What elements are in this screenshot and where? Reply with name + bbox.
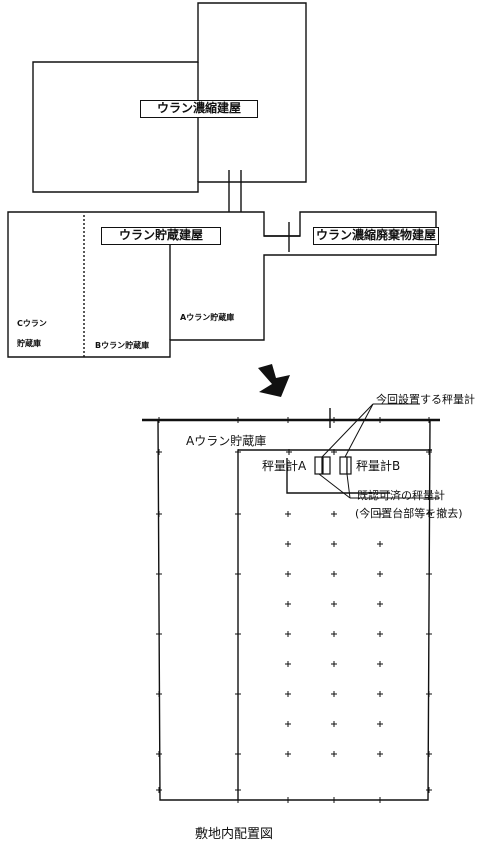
- grid-marker: [331, 631, 337, 637]
- grid-marker: [285, 631, 291, 637]
- grid-markers: [156, 417, 432, 803]
- wall-marker: [426, 449, 432, 455]
- scale-a-label: 秤量計A: [262, 459, 307, 473]
- grid-marker: [377, 661, 383, 667]
- grid-marker: [285, 691, 291, 697]
- existing-scales-note: 既認可済の秤量計: [357, 489, 445, 502]
- scale-a-unit-2: [322, 456, 331, 475]
- enrichment-building-outline: [32, 2, 307, 193]
- bottom-wall-marker: [285, 797, 291, 803]
- grid-marker: [377, 541, 383, 547]
- wall-marker: [426, 691, 432, 697]
- grid-marker: [285, 661, 291, 667]
- grid-marker: [377, 631, 383, 637]
- wall-marker: [286, 449, 292, 455]
- wall-marker: [426, 571, 432, 577]
- corridor-outline: [228, 170, 242, 212]
- scale-b-unit-2: [346, 456, 352, 475]
- grid-marker: [377, 511, 383, 517]
- grid-marker: [377, 751, 383, 757]
- grid-marker: [285, 541, 291, 547]
- grid-marker: [285, 721, 291, 727]
- wall-marker: [426, 631, 432, 637]
- wall-marker: [235, 691, 241, 697]
- grid-marker: [285, 601, 291, 607]
- grid-marker: [285, 571, 291, 577]
- storage-building-label: ウラン貯蔵建屋: [101, 227, 221, 245]
- wall-marker: [156, 691, 162, 697]
- a-storage-label-top: Aウラン貯蔵庫: [180, 313, 235, 322]
- wall-marker: [426, 511, 432, 517]
- grid-marker: [285, 751, 291, 757]
- wall-marker: [426, 751, 432, 757]
- wall-marker: [156, 571, 162, 577]
- wall-marker: [235, 511, 241, 517]
- wall-marker: [235, 631, 241, 637]
- bottom-wall-marker: [377, 797, 383, 803]
- down-arrow-icon: [258, 364, 290, 397]
- enrichment-building-label: ウラン濃縮建屋: [140, 100, 258, 118]
- grid-marker: [331, 601, 337, 607]
- bottom-wall-marker: [235, 797, 241, 803]
- new-scales-note: 今回設置する秤量計: [376, 393, 475, 406]
- wall-marker: [235, 449, 241, 455]
- wall-marker: [156, 511, 162, 517]
- grid-marker: [331, 511, 337, 517]
- wall-marker: [156, 631, 162, 637]
- scale-area-outline: [286, 458, 390, 494]
- top-wall-marker: [156, 417, 162, 423]
- grid-marker: [377, 721, 383, 727]
- c-storage-label-line2: 貯蔵庫: [17, 339, 41, 348]
- grid-marker: [377, 601, 383, 607]
- wall-marker: [156, 449, 162, 455]
- grid-marker: [331, 751, 337, 757]
- top-wall-marker: [426, 417, 432, 423]
- wall-marker: [156, 751, 162, 757]
- top-wall-marker: [331, 417, 337, 423]
- a-storage-room-outline: [237, 449, 432, 800]
- top-wall-marker: [235, 417, 241, 423]
- wall-marker: [235, 571, 241, 577]
- grid-marker: [285, 511, 291, 517]
- grid-marker: [331, 571, 337, 577]
- wall-marker: [235, 787, 241, 793]
- grid-marker: [331, 661, 337, 667]
- wall-marker: [235, 751, 241, 757]
- scale-b-label: 秤量計B: [356, 459, 401, 473]
- diagram-caption: 敷地内配置図: [195, 827, 274, 842]
- waste-building-label: ウラン濃縮廃棄物建屋: [313, 227, 439, 245]
- c-storage-label-line1: Cウラン: [17, 319, 47, 328]
- top-wall-marker: [285, 417, 291, 423]
- scale-units: [314, 456, 352, 475]
- wall-marker: [426, 787, 432, 793]
- grid-marker: [331, 541, 337, 547]
- b-storage-label: Bウラン貯蔵庫: [95, 341, 150, 350]
- top-wall-marker: [377, 417, 383, 423]
- grid-marker: [377, 571, 383, 577]
- grid-marker: [331, 691, 337, 697]
- scale-b-unit-1: [339, 456, 348, 475]
- bottom-wall-marker: [331, 797, 337, 803]
- grid-marker: [331, 721, 337, 727]
- wall-marker: [331, 449, 337, 455]
- wall-marker: [156, 787, 162, 793]
- existing-scales-subnote: (今回置台部等を撤去): [355, 507, 463, 520]
- a-storage-label-detail: Aウラン貯蔵庫: [186, 434, 267, 448]
- detail-outer-wall: [148, 419, 440, 801]
- scale-a-unit-1: [314, 456, 323, 475]
- grid-marker: [377, 691, 383, 697]
- leader-lines: [318, 403, 440, 499]
